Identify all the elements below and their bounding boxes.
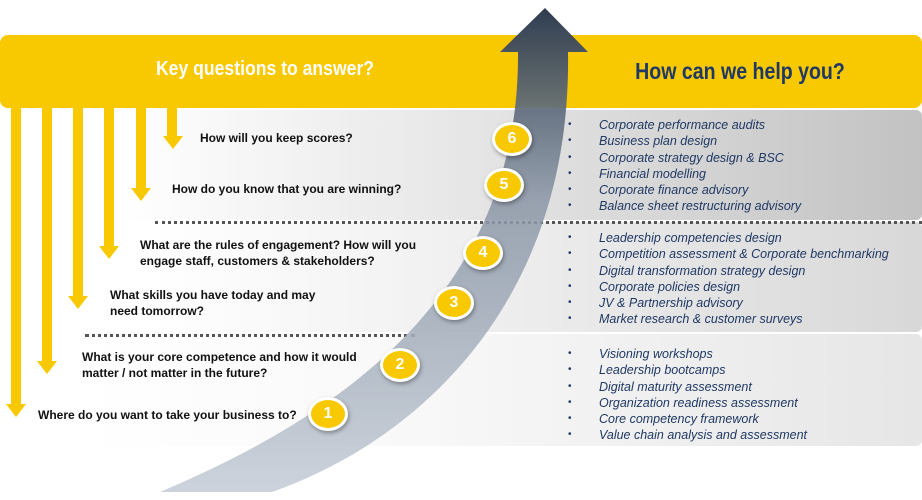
question-5: How do you know that you are winning? [172,182,402,196]
step-badge-4: 4 [463,236,503,270]
service-item: Leadership competencies design [568,230,889,247]
header-banner [0,35,922,108]
service-item: Market research & customer surveys [568,311,889,328]
arrow-down-icon [163,136,183,149]
arrow-down-icon [37,361,57,374]
arrow-down-icon [6,404,26,417]
divider-bottom [85,334,415,337]
arrow-shaft-4 [104,108,114,248]
question-3: What skills you have today and may need … [110,288,316,318]
service-item: Digital transformation strategy design [568,263,889,280]
arrow-shaft-6 [167,108,177,138]
services-list-2: Leadership competencies design Competiti… [568,230,889,328]
service-item: Corporate finance advisory [568,182,801,199]
question-1: Where do you want to take your business … [38,408,297,422]
service-item: Corporate performance audits [568,117,801,134]
service-item: Visioning workshops [568,346,807,363]
service-item: Leadership bootcamps [568,362,807,379]
service-item: Balance sheet restructuring advisory [568,198,801,215]
arrow-shaft-2 [42,108,52,363]
arrow-shaft-5 [136,108,146,190]
arrow-down-icon [99,246,119,259]
arrow-shaft-1 [11,108,21,406]
service-item: Competition assessment & Corporate bench… [568,246,889,263]
key-questions-title: Key questions to answer? [155,58,375,80]
step-badge-5: 5 [484,168,524,202]
service-item: Organization readiness assessment [568,395,807,412]
question-2: What is your core competence and how it … [82,350,357,380]
service-item: Financial modelling [568,166,801,183]
service-item: Corporate strategy design & BSC [568,150,801,167]
step-badge-6: 6 [492,122,532,156]
step-badge-1: 1 [308,397,348,431]
how-help-title: How can we help you? [635,58,845,84]
question-4: What are the rules of engagement? How wi… [140,238,417,268]
service-item: Digital maturity assessment [568,379,807,396]
service-item: Corporate policies design [568,279,889,296]
arrow-shaft-3 [73,108,83,298]
service-item: Core competency framework [568,411,807,428]
step-badge-3: 3 [434,286,474,320]
service-item: Value chain analysis and assessment [568,427,807,444]
services-list-3: Visioning workshops Leadership bootcamps… [568,346,807,444]
service-item: JV & Partnership advisory [568,295,889,312]
arrow-down-icon [68,296,88,309]
service-item: Business plan design [568,133,801,150]
arrow-down-icon [131,188,151,201]
step-badge-2: 2 [380,348,420,382]
question-6: How will you keep scores? [200,131,353,145]
services-list-1: Corporate performance audits Business pl… [568,117,801,215]
